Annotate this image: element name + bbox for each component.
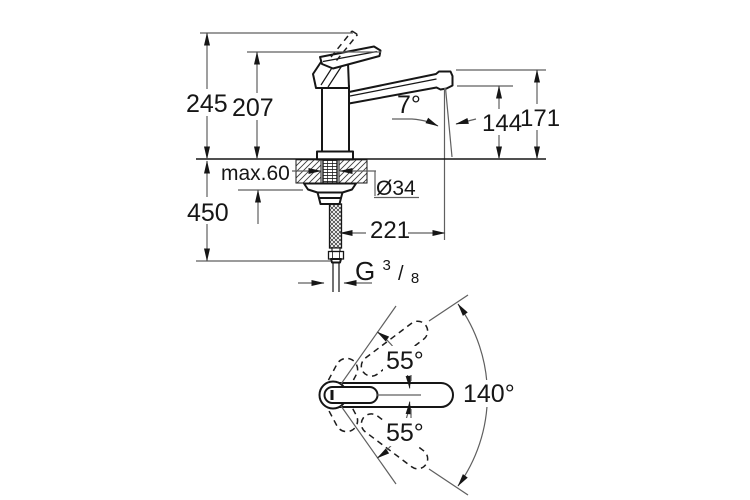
- mounting-hardware: [303, 159, 357, 292]
- thread-size-label: G 3 / 8: [355, 246, 419, 287]
- swivel-140-label: 140°: [463, 380, 515, 408]
- dim-d34-label: Ø34: [376, 177, 416, 200]
- dim-max60-label: max.60: [221, 162, 290, 185]
- hose-connector: [327, 247, 345, 292]
- thread-denominator: 8: [411, 270, 419, 287]
- dim-144-label: 144: [482, 110, 522, 137]
- swivel-55-upper-label: 55°: [386, 347, 424, 375]
- dim-7deg-label: 7°: [397, 91, 421, 119]
- dim-171-label: 171: [520, 105, 560, 132]
- flexible-hose: [328, 203, 343, 249]
- raised-lever-dashed: [330, 30, 359, 61]
- thread-numerator: 3: [382, 257, 390, 274]
- dim-207-label: 207: [232, 94, 274, 122]
- dim-245-label: 245: [186, 90, 228, 118]
- thread-prefix: G: [355, 256, 375, 286]
- extension-lines: [196, 32, 546, 262]
- swivel-55-lower-label: 55°: [386, 419, 424, 447]
- faucet-top-view: 55° 55° 140°: [318, 294, 515, 496]
- dim-450-label: 450: [187, 199, 229, 227]
- dim-221-label: 221: [370, 217, 410, 244]
- thread-slash: /: [398, 263, 404, 285]
- spout-top-outline: [318, 380, 454, 410]
- faucet-side-view: 245 207 max.60 450 7° 144 171 Ø34 221 G …: [184, 30, 560, 292]
- faucet-body-outline: [312, 30, 454, 240]
